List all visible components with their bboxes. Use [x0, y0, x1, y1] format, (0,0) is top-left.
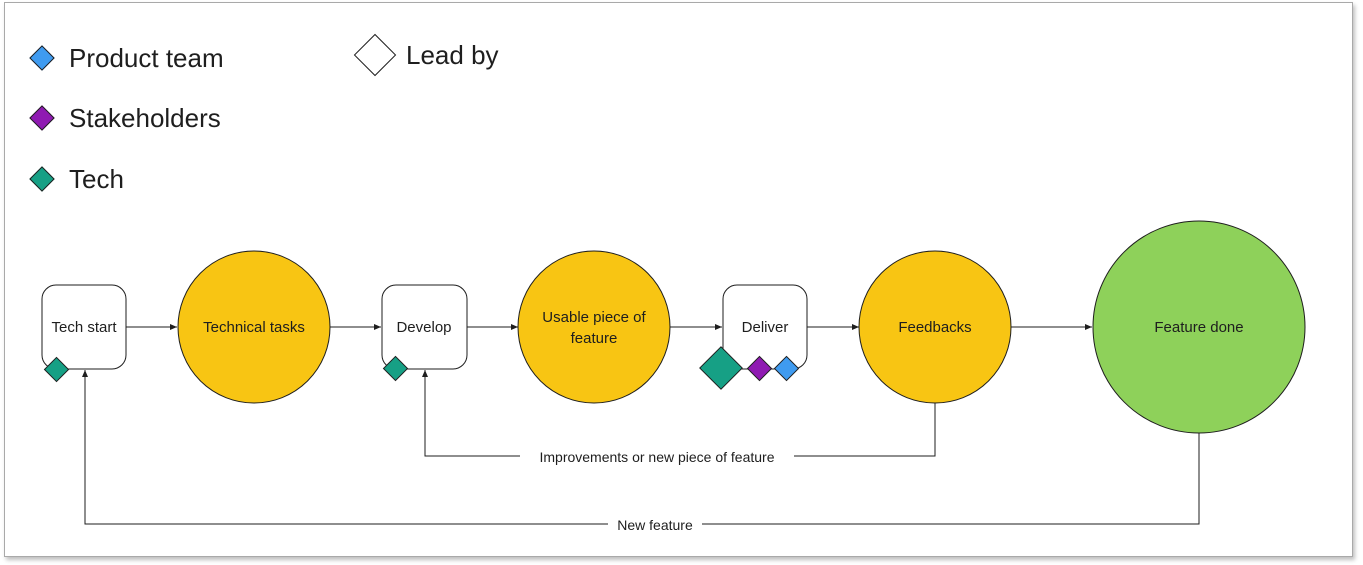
node-develop	[381, 284, 468, 370]
node-label-tech-start: Tech start	[51, 319, 117, 336]
legend-lead-by: Lead by	[353, 33, 499, 77]
node-label-usable-piece-2: feature	[571, 330, 618, 347]
edge-label-new-feature: New feature	[617, 517, 693, 533]
node-label-usable-piece-1: Usable piece of	[542, 309, 646, 326]
legend-label-stakeholders: Stakeholders	[69, 103, 221, 133]
node-feedbacks	[858, 250, 1012, 404]
edge-improvements-loop	[422, 370, 936, 457]
tech-start-tech-diamond-icon	[43, 356, 70, 383]
node-usable-piece	[517, 250, 671, 404]
legend-label-tech: Tech	[69, 164, 124, 194]
legend-stakeholders: Stakeholders	[29, 103, 221, 133]
deliver-tech-lead-diamond-icon	[699, 346, 743, 390]
node-label-technical-tasks: Technical tasks	[203, 319, 305, 336]
legend-label-lead-by: Lead by	[406, 40, 499, 70]
node-label-feature-done: Feature done	[1154, 319, 1243, 336]
node-label-deliver: Deliver	[742, 319, 789, 336]
edge-label-improvements: Improvements or new piece of feature	[539, 449, 774, 465]
legend-tech: Tech	[29, 164, 124, 194]
node-label-develop: Develop	[396, 319, 451, 336]
node-label-feedbacks: Feedbacks	[898, 319, 971, 336]
legend-product-team: Product team	[29, 43, 224, 73]
node-technical-tasks	[177, 250, 331, 404]
legend-label-product-team: Product team	[69, 43, 224, 73]
node-feature-done	[1092, 220, 1306, 434]
deliver-product-team-diamond-icon	[773, 355, 800, 382]
deliver-stakeholders-diamond-icon	[746, 355, 773, 382]
develop-tech-diamond-icon	[382, 355, 409, 382]
node-tech-start	[41, 284, 127, 370]
